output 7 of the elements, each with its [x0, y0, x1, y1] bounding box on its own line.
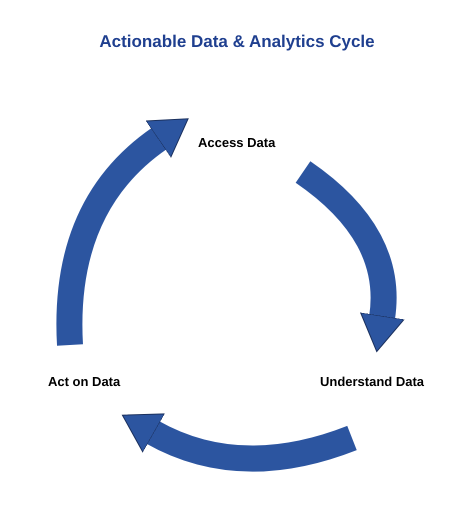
- stage-label: Access Data: [198, 135, 276, 150]
- curved-arrow: [56, 117, 188, 346]
- curved-arrow: [121, 412, 356, 472]
- stage-label: Understand Data: [320, 374, 424, 389]
- stage-label: Act on Data: [48, 374, 120, 389]
- diagram-title: Actionable Data & Analytics Cycle: [98, 32, 376, 52]
- curved-arrow: [295, 162, 405, 352]
